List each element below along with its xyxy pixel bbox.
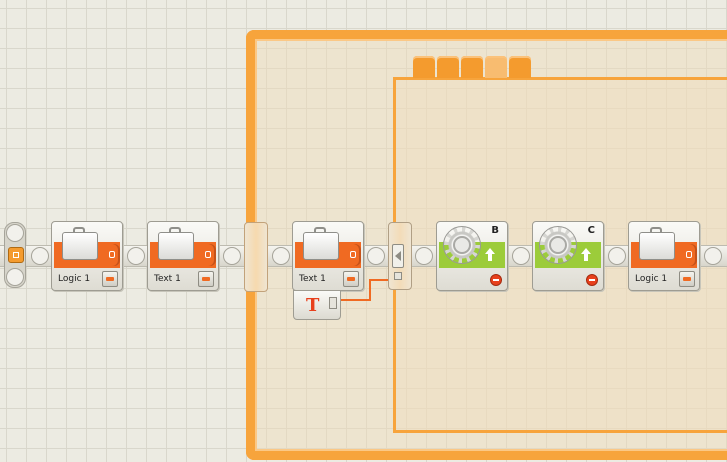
data-wire[interactable] xyxy=(340,278,400,302)
switch-tab-4[interactable] xyxy=(485,56,507,78)
variable-block-text1-inner[interactable]: Text 1 xyxy=(292,221,364,291)
start-icon[interactable] xyxy=(8,247,24,263)
briefcase-icon xyxy=(303,227,339,260)
sequence-node xyxy=(127,247,145,265)
sequence-node xyxy=(367,247,385,265)
sequence-node xyxy=(31,247,49,265)
data-plug-icon[interactable] xyxy=(683,244,697,266)
switch-tab-2[interactable] xyxy=(437,56,459,78)
switch-data-port[interactable] xyxy=(394,272,402,280)
text-constant-block[interactable]: T xyxy=(293,290,341,320)
gear-hub xyxy=(549,236,567,254)
sequence-node xyxy=(512,247,530,265)
stop-icon xyxy=(490,274,502,286)
data-plug-icon[interactable] xyxy=(347,244,361,266)
sequence-node xyxy=(415,247,433,265)
text-constant-icon: T xyxy=(306,295,320,316)
switch-input-plug-icon[interactable] xyxy=(392,244,404,268)
briefcase-icon xyxy=(62,227,98,260)
switch-tab-5[interactable] xyxy=(509,56,531,78)
start-point xyxy=(4,222,26,288)
data-plug-icon[interactable] xyxy=(202,244,216,266)
data-hub-icon[interactable] xyxy=(343,271,359,287)
forward-arrow-icon xyxy=(485,248,495,262)
block-label: Logic 1 xyxy=(635,274,668,284)
sequence-node xyxy=(608,247,626,265)
briefcase-icon xyxy=(639,227,675,260)
motor-block-c[interactable]: C xyxy=(532,221,604,291)
data-hub-icon[interactable] xyxy=(679,271,695,287)
block-label: Text 1 xyxy=(299,274,326,284)
variable-block-text1[interactable]: Text 1 xyxy=(147,221,219,291)
block-label: Text 1 xyxy=(154,274,181,284)
sequence-node xyxy=(6,268,24,286)
motor-block-b[interactable]: B xyxy=(436,221,508,291)
forward-arrow-icon xyxy=(581,248,591,262)
loop-beam-segment[interactable] xyxy=(244,222,268,292)
data-plug-icon[interactable] xyxy=(106,244,120,266)
block-label: Logic 1 xyxy=(58,274,91,284)
data-hub-icon[interactable] xyxy=(102,271,118,287)
switch-tab-3[interactable] xyxy=(461,56,483,78)
gear-hub xyxy=(453,236,471,254)
variable-block-logic1-right[interactable]: Logic 1 xyxy=(628,221,700,291)
stop-icon xyxy=(586,274,598,286)
variable-block-logic1[interactable]: Logic 1 xyxy=(51,221,123,291)
motor-port-label: B xyxy=(491,225,499,236)
sequence-node xyxy=(223,247,241,265)
sequence-node xyxy=(704,247,722,265)
sequence-node xyxy=(272,247,290,265)
data-hub-icon[interactable] xyxy=(198,271,214,287)
switch-tab-1[interactable] xyxy=(413,56,435,78)
data-plug-icon[interactable] xyxy=(329,297,337,309)
briefcase-icon xyxy=(158,227,194,260)
motor-port-label: C xyxy=(587,225,595,236)
sequence-node xyxy=(6,224,24,242)
